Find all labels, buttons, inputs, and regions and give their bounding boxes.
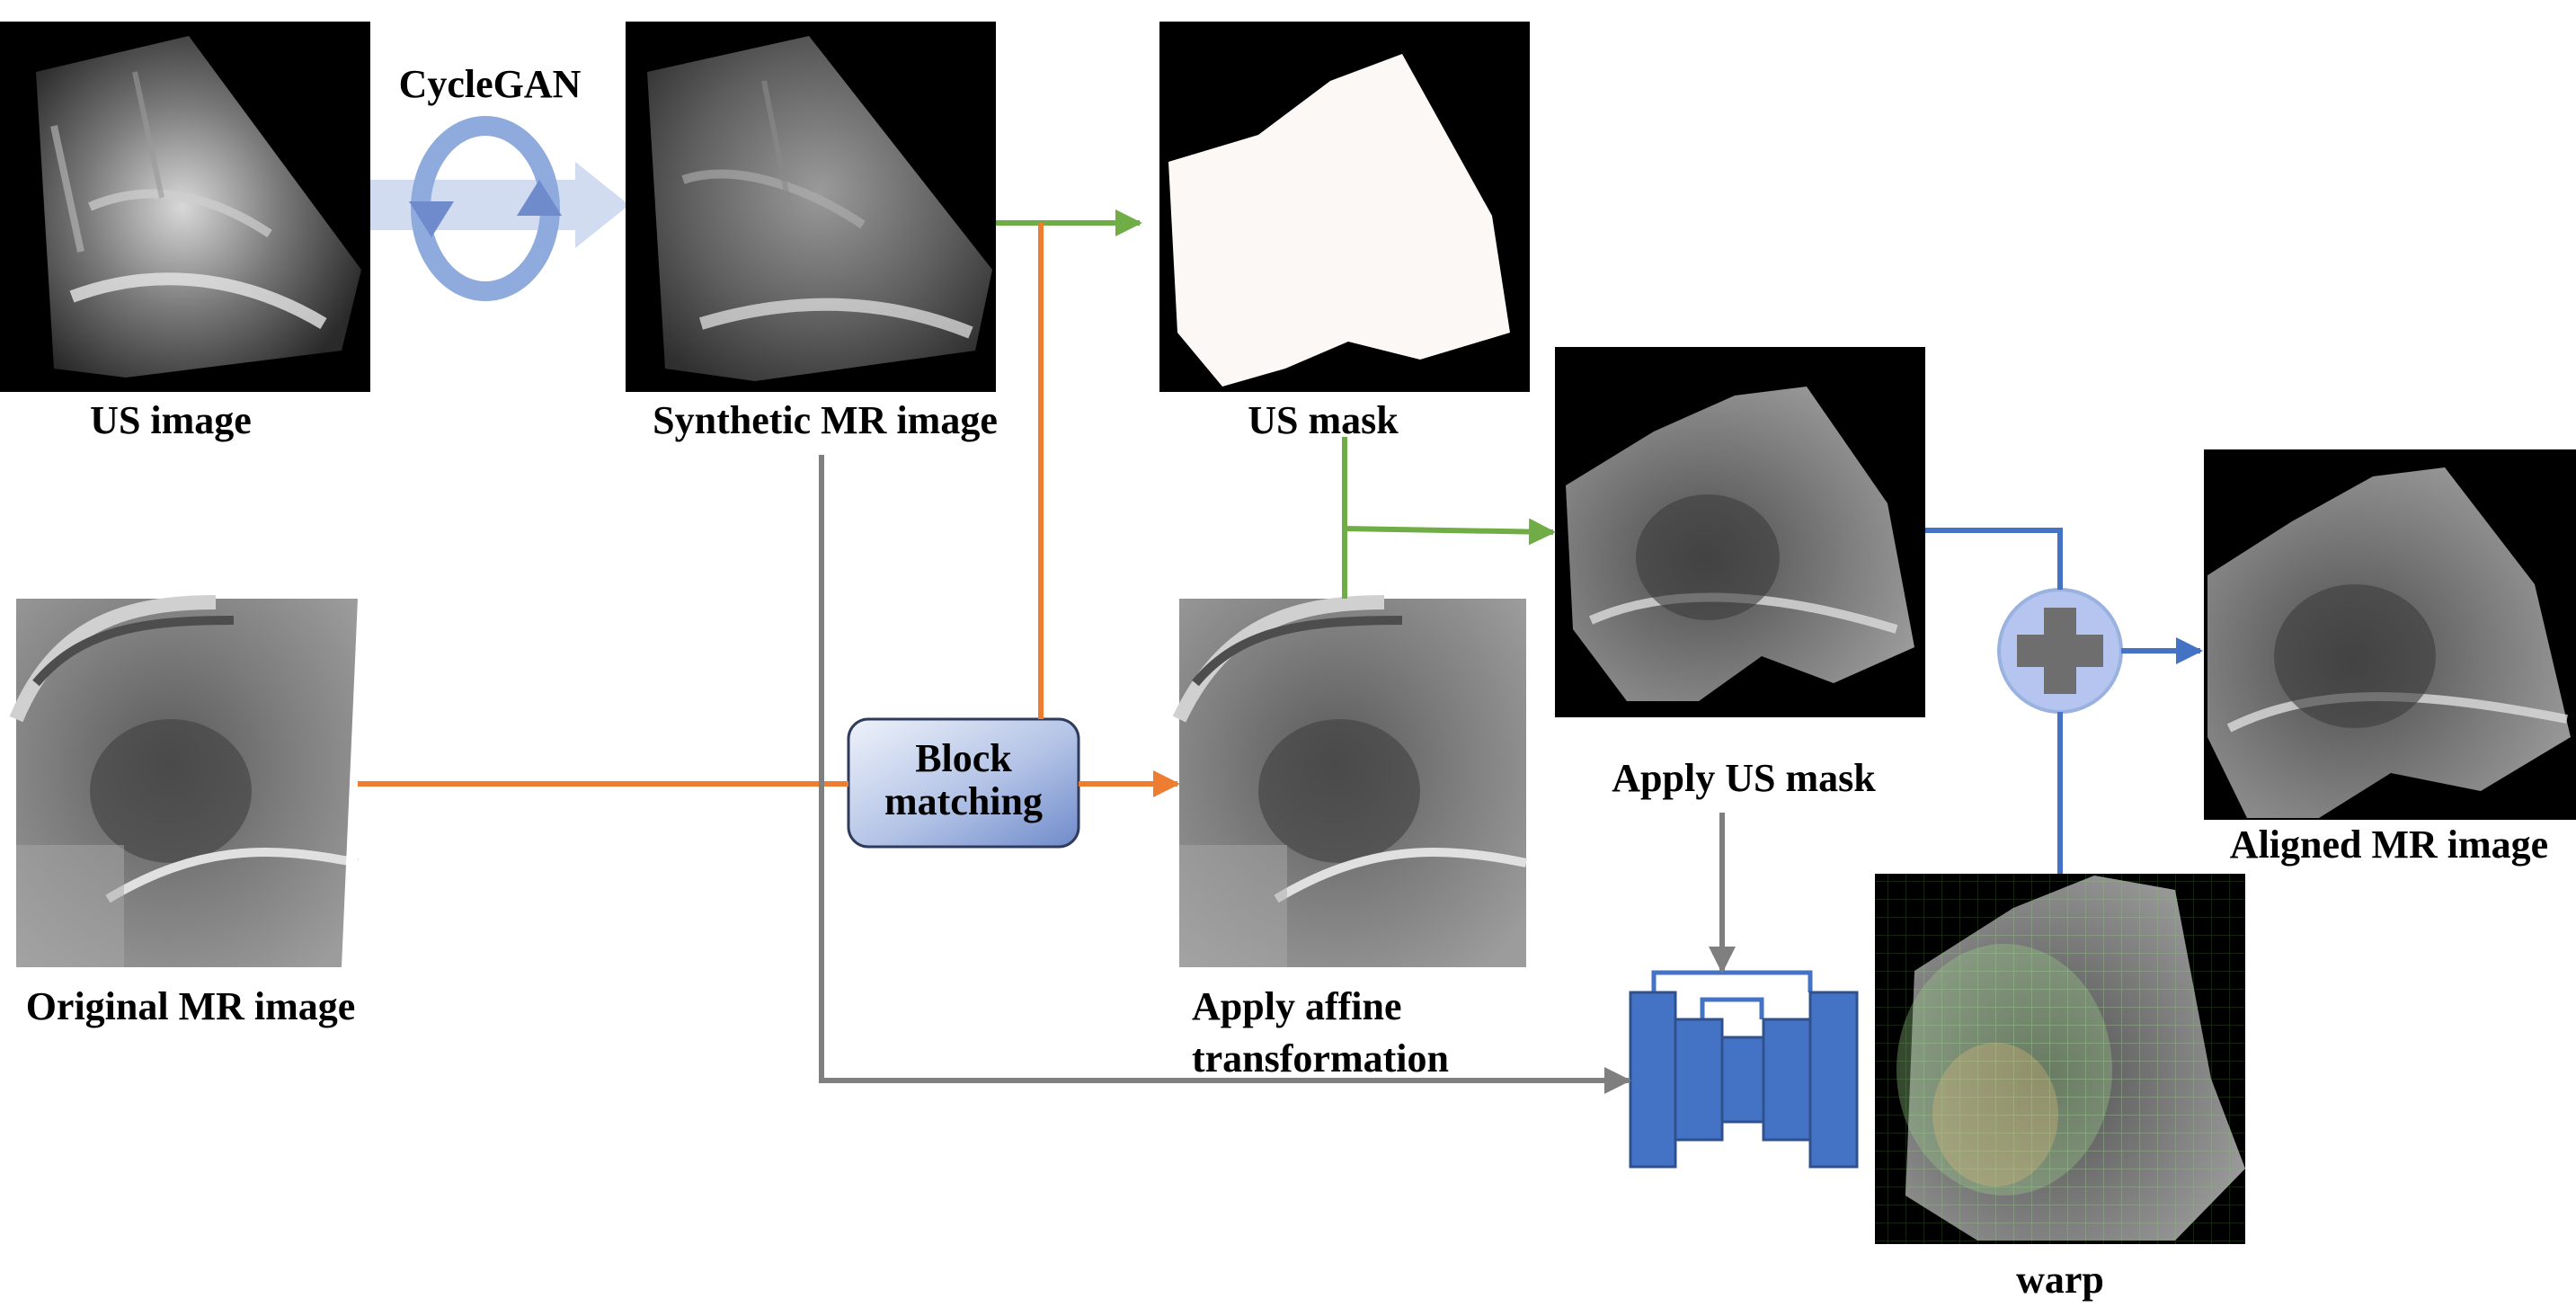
original-mr-panel	[9, 595, 359, 967]
cycle-arrows-icon	[370, 116, 629, 301]
synthetic-mr-panel	[626, 22, 996, 392]
us-mask-panel	[1159, 22, 1530, 392]
affine-label-line2: transformation	[1192, 1036, 1449, 1080]
us-image-panel	[0, 22, 370, 392]
cyclegan-label: CycleGAN	[399, 62, 582, 106]
arrow-synthetic-to-unet	[819, 455, 1631, 1094]
aligned-mr-label: Aligned MR image	[2230, 822, 2548, 867]
line-masked-to-plus	[1925, 528, 2063, 590]
original-mr-label: Original MR image	[26, 984, 356, 1028]
us-mask-label: US mask	[1248, 398, 1399, 442]
affine-label-line1: Apply affine	[1192, 984, 1401, 1028]
synthetic-mr-label: Synthetic MR image	[653, 398, 998, 442]
us-image-label: US image	[90, 398, 252, 442]
unet-icon	[1629, 970, 1859, 1169]
apply-us-mask-label: Apply US mask	[1612, 756, 1876, 800]
arrow-mask-to-masked	[1342, 437, 1556, 546]
warp-label: warp	[2016, 1258, 2104, 1302]
aligned-mr-panel	[2204, 449, 2576, 820]
plus-icon	[1997, 588, 2123, 714]
warp-panel	[1875, 874, 2245, 1244]
block-matching-label-line1: Block	[915, 736, 1012, 780]
affine-mr-panel	[1172, 595, 1527, 967]
block-matching-label-line2: matching	[884, 779, 1043, 823]
masked-mr-panel	[1555, 347, 1925, 717]
